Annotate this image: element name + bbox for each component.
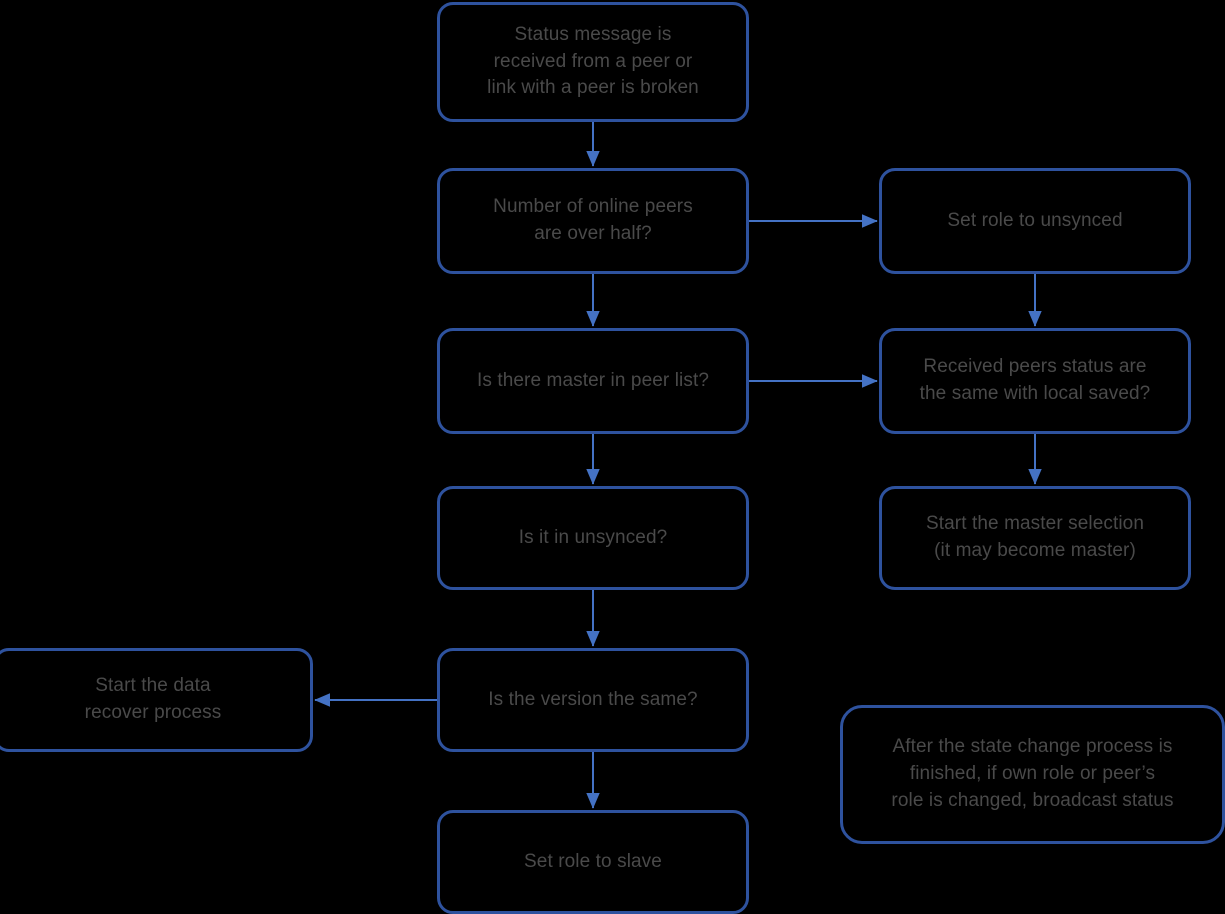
node-label-received-peers-status-same: Received peers status are the same with …	[919, 356, 1151, 404]
node-received-peers-status-same[interactable]: Received peers status are the same with …	[879, 328, 1191, 434]
node-label-broadcast-status-note: After the state change process is finish…	[891, 736, 1174, 811]
node-start-master-selection[interactable]: Start the master selection (it may becom…	[879, 486, 1191, 590]
node-label-online-peers-over-half: Number of online peers are over half?	[493, 196, 693, 244]
node-online-peers-over-half[interactable]: Number of online peers are over half?	[437, 168, 749, 274]
node-label-start-master-selection: Start the master selection (it may becom…	[925, 513, 1145, 561]
node-label-set-role-unsynced: Set role to unsynced	[947, 209, 1123, 231]
node-label-is-there-master-in-peer-list: Is there master in peer list?	[476, 369, 710, 391]
node-is-it-in-unsynced[interactable]: Is it in unsynced?	[437, 486, 749, 590]
node-set-role-unsynced[interactable]: Set role to unsynced	[879, 168, 1191, 274]
node-status-message-received[interactable]: Status message is received from a peer o…	[437, 2, 749, 122]
node-label-is-version-the-same: Is the version the same?	[488, 688, 698, 710]
node-label-status-message-received: Status message is received from a peer o…	[487, 23, 699, 99]
node-label-is-it-in-unsynced: Is it in unsynced?	[518, 526, 668, 548]
node-broadcast-status-note[interactable]: After the state change process is finish…	[840, 705, 1225, 844]
node-set-role-slave[interactable]: Set role to slave	[437, 810, 749, 914]
node-is-version-the-same[interactable]: Is the version the same?	[437, 648, 749, 752]
node-start-data-recover-process[interactable]: Start the data recover process	[0, 648, 313, 752]
node-label-set-role-slave: Set role to slave	[524, 850, 662, 872]
node-is-there-master-in-peer-list[interactable]: Is there master in peer list?	[437, 328, 749, 434]
node-label-start-data-recover-process: Start the data recover process	[84, 675, 222, 723]
